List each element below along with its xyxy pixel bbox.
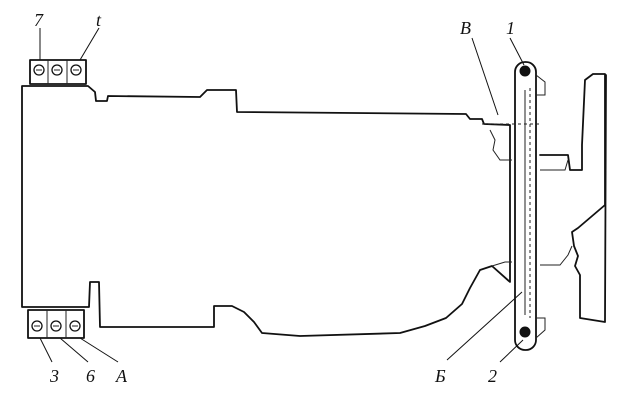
label-t: t <box>96 10 102 30</box>
housing-lower-lip <box>491 261 512 267</box>
leader-1 <box>509 37 525 66</box>
label-V: В <box>460 18 471 38</box>
label-6: 6 <box>86 366 95 386</box>
leader-V <box>471 37 499 116</box>
top-terminal-block <box>29 59 87 85</box>
band-outline <box>514 61 537 351</box>
leader-B <box>446 291 523 361</box>
label-B: Б <box>434 366 446 386</box>
housing-body-outline <box>21 85 511 337</box>
right-side-part-step-2 <box>540 245 573 266</box>
label-3: 3 <box>49 366 59 386</box>
vertical-band <box>514 61 546 351</box>
leader-t <box>79 27 100 61</box>
band-top-rivet <box>519 65 531 77</box>
leader-3 <box>39 337 53 363</box>
label-7: 7 <box>34 10 44 30</box>
band-bottom-rivet <box>519 326 531 338</box>
bottom-terminal-block <box>27 309 85 339</box>
label-1: 1 <box>506 18 515 38</box>
leader-A <box>79 337 119 363</box>
leader-6 <box>59 337 89 363</box>
label-2: 2 <box>488 366 497 386</box>
label-A: A <box>115 366 128 386</box>
housing-inner-step <box>489 129 512 161</box>
right-side-part-outline <box>539 73 607 323</box>
right-side-part-step-1 <box>540 159 569 171</box>
leader-2 <box>499 339 524 363</box>
bottom-terminal-outline <box>27 309 85 339</box>
